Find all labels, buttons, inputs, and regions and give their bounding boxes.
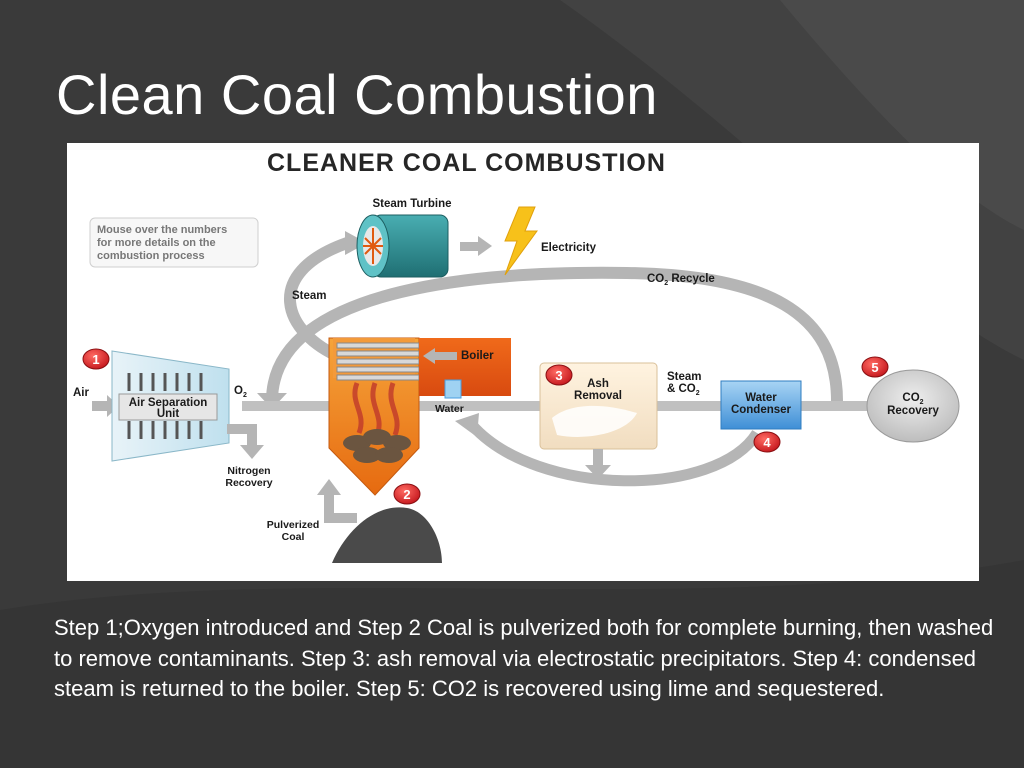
ash-label-2: Removal (574, 390, 622, 402)
electricity-label: Electricity (541, 242, 597, 254)
svg-text:5: 5 (871, 360, 878, 375)
condenser-label-2: Condenser (731, 404, 792, 416)
asu-label-2: Unit (157, 408, 180, 420)
coal-pile-icon (332, 507, 442, 563)
step-badge-4[interactable]: 4 (753, 431, 781, 453)
water-condenser: Water Condenser (720, 380, 802, 430)
coal-label-2: Coal (282, 531, 305, 543)
air-label: Air (73, 387, 90, 399)
o2-label: O2 (234, 385, 247, 399)
coal-label-1: Pulverized (267, 519, 320, 531)
boiler: Boiler (328, 337, 511, 496)
co2-recycle-label: CO2 Recycle (647, 273, 715, 287)
diagram-title: CLEANER COAL COMBUSTION (267, 149, 666, 177)
hint-line-2: for more details on the (97, 237, 216, 249)
steam-arc (284, 237, 350, 364)
condenser-label-1: Water (745, 392, 777, 404)
steam-co2-label-1: Steam (667, 371, 702, 383)
water-label: Water (435, 403, 464, 415)
step-badge-5[interactable]: 5 (861, 356, 889, 378)
ash-removal-unit: Ash Removal (539, 362, 658, 450)
asu-label-1: Air Separation (129, 397, 208, 409)
steam-turbine (356, 214, 449, 278)
step-badge-2[interactable]: 2 (393, 483, 421, 505)
water-return-loop (467, 421, 762, 487)
hint-line-3: combustion process (97, 250, 205, 262)
nitrogen-label-1: Nitrogen (227, 465, 270, 477)
steam-label: Steam (292, 290, 327, 302)
step-badge-1[interactable]: 1 (82, 348, 110, 370)
turbine-label: Steam Turbine (372, 198, 451, 210)
step-badge-3[interactable]: 3 (545, 364, 573, 386)
electricity-icon (504, 206, 538, 276)
diagram-canvas: CLEANER COAL COMBUSTION Mouse over the n… (73, 149, 960, 563)
hint-box: Mouse over the numbers for more details … (89, 217, 259, 268)
steam-co2-label-2: & CO2 (667, 383, 700, 397)
boiler-label: Boiler (461, 350, 494, 362)
co2-recovery-unit: CO2 Recovery (866, 369, 960, 443)
co2-recovery-label-1: CO2 (902, 392, 923, 406)
svg-text:1: 1 (92, 352, 99, 367)
nitrogen-arrow (227, 424, 257, 449)
svg-text:4: 4 (763, 435, 771, 450)
slide-title: Clean Coal Combustion (56, 63, 658, 126)
coal-feed-arrow (324, 493, 357, 523)
turbine-output-arrow (478, 236, 492, 256)
air-separation-unit: Air Separation Unit (111, 350, 230, 462)
svg-text:3: 3 (555, 368, 562, 383)
co2-recovery-label-2: Recovery (887, 405, 939, 417)
svg-text:2: 2 (403, 487, 410, 502)
nitrogen-label-2: Recovery (225, 477, 272, 489)
ash-label-1: Ash (587, 378, 609, 390)
slide-caption: Step 1;Oxygen introduced and Step 2 Coal… (54, 615, 994, 701)
clean-coal-diagram: CLEANER COAL COMBUSTION Mouse over the n… (67, 143, 979, 581)
water-tank: Water (435, 379, 464, 415)
co2-recycle-arc (266, 266, 843, 402)
hint-line-1: Mouse over the numbers (97, 224, 227, 236)
